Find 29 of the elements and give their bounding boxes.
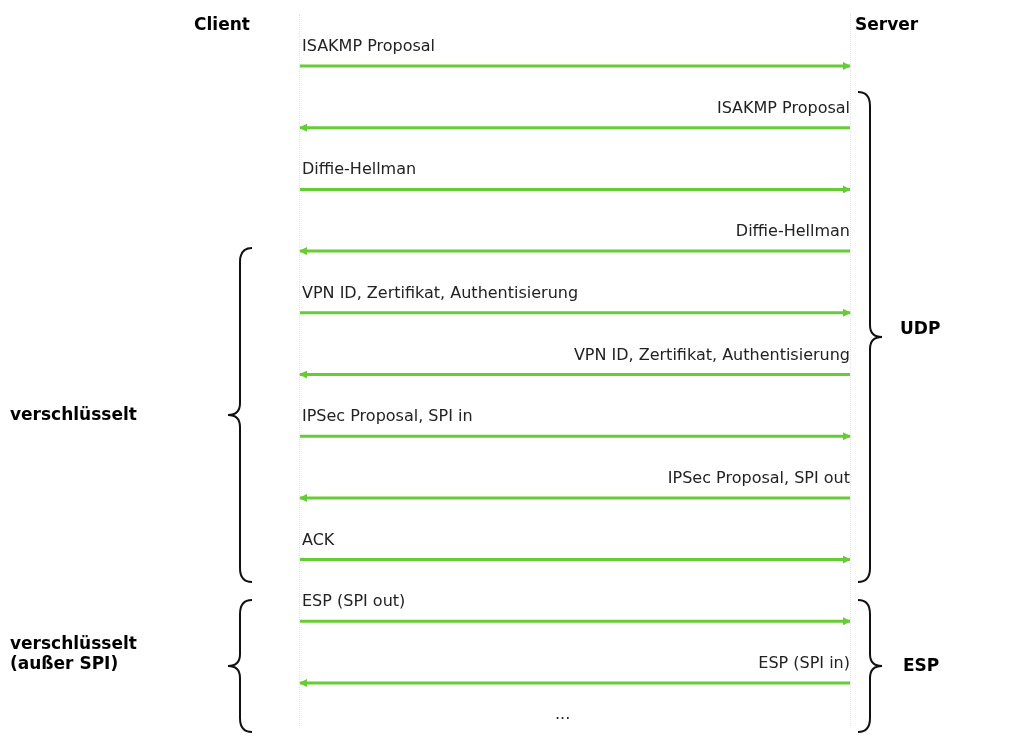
participant-label: Server — [855, 14, 919, 34]
edge-label: Diffie-Hellman — [735, 221, 850, 241]
bracket-label: verschlüsselt — [10, 404, 137, 424]
ellipsis-text: ... — [555, 704, 571, 723]
bracket-label: UDP — [900, 318, 941, 338]
edge-label: VPN ID, Zertifikat, Authentisierung — [573, 344, 850, 364]
bracket-label: verschlüsselt (außer SPI) — [10, 633, 138, 673]
message-arrow — [299, 370, 850, 379]
edge-label: VPN ID, Zertifikat, Authentisierung — [302, 282, 579, 302]
edge-label: ESP (SPI in) — [758, 653, 850, 672]
bracket-label: ESP — [903, 655, 940, 675]
edge-label: ACK — [302, 529, 335, 549]
message-arrow — [300, 308, 851, 317]
message-arrow — [299, 679, 850, 687]
edge-label: Diffie-Hellman — [302, 159, 417, 179]
message-arrow — [300, 617, 851, 626]
participant-label: Client — [194, 14, 250, 34]
edge-label: ISAKMP Proposal — [302, 36, 436, 55]
message-arrow — [300, 185, 851, 194]
edge-label: IPSec Proposal, SPI in — [302, 406, 473, 426]
edge-label: IPSec Proposal, SPI out — [667, 467, 850, 487]
message-arrow — [300, 555, 851, 564]
message-arrow — [300, 62, 851, 70]
message-arrow — [299, 493, 850, 502]
message-arrow — [300, 432, 851, 441]
edge-label: ISAKMP Proposal — [716, 97, 850, 117]
message-arrow — [299, 123, 850, 132]
edge-label: ESP (SPI out) — [302, 591, 406, 611]
message-arrow — [299, 247, 850, 256]
